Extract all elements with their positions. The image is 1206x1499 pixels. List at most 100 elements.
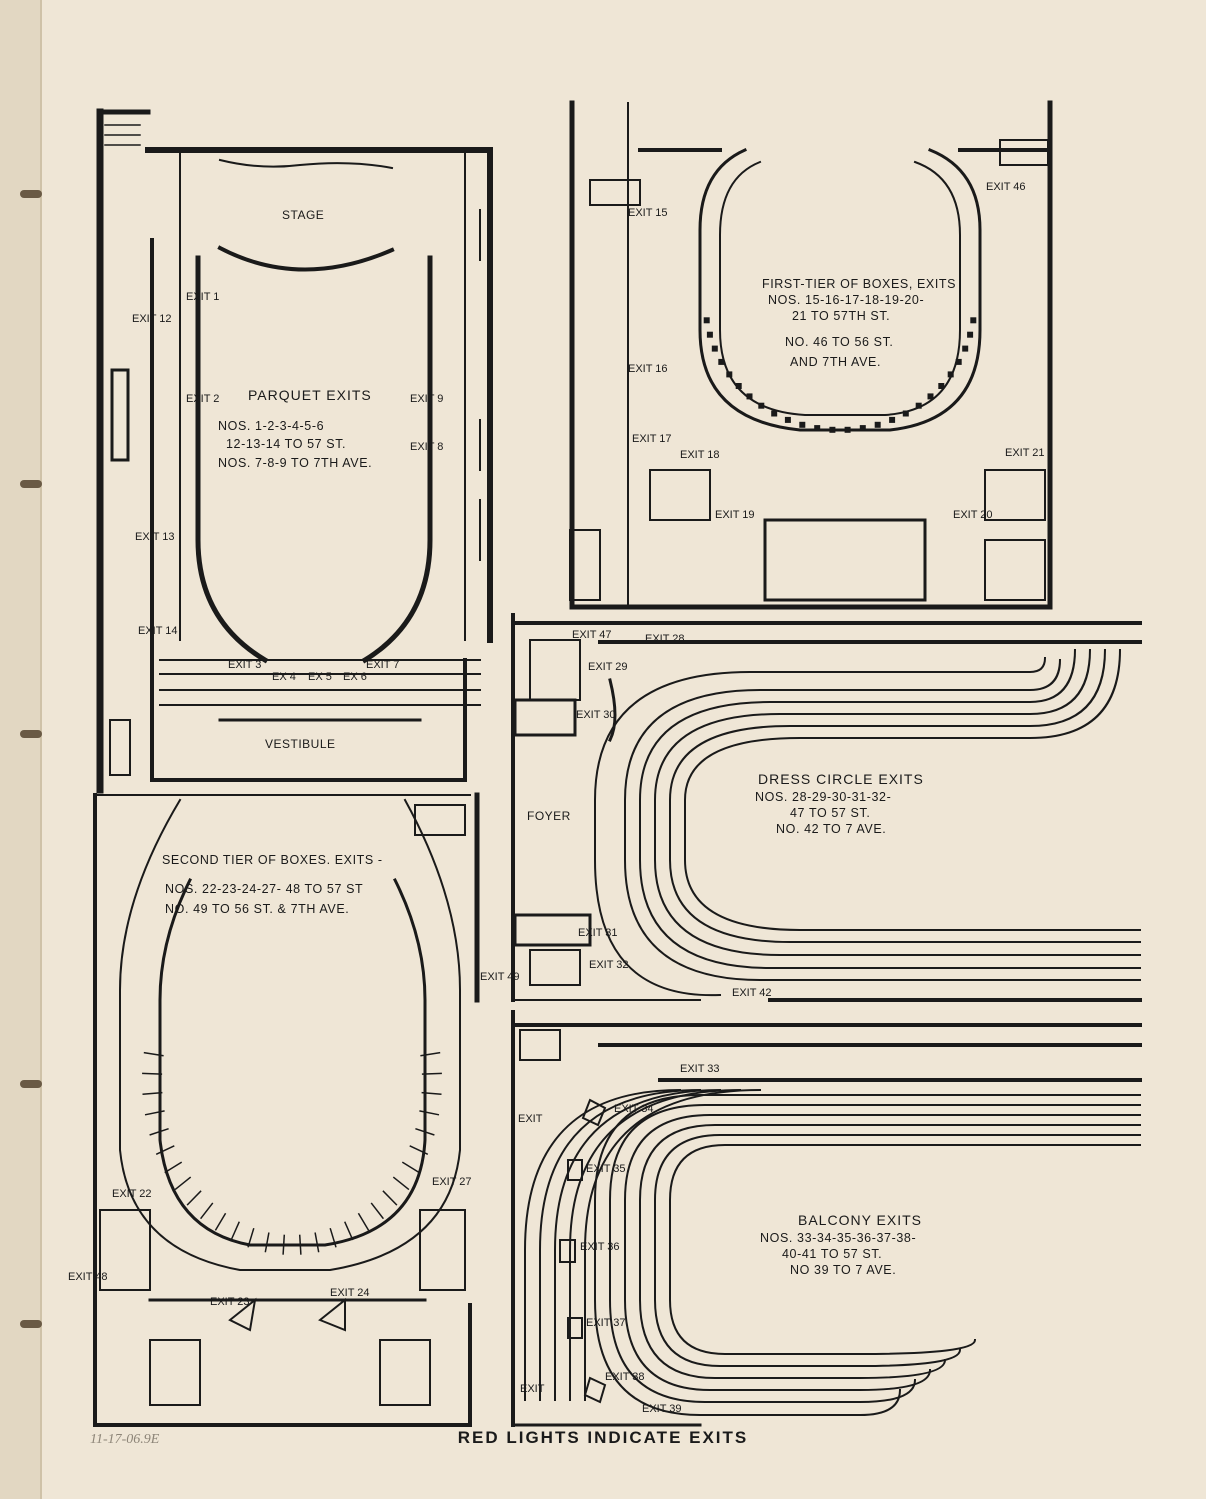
box-partition bbox=[329, 1227, 337, 1248]
exit-49: EXIT 49 bbox=[480, 971, 520, 983]
box-marker bbox=[726, 371, 733, 378]
box-partition bbox=[164, 1161, 183, 1174]
exit-16: EXIT 16 bbox=[628, 363, 668, 375]
box-marker bbox=[746, 393, 753, 400]
box-marker bbox=[938, 383, 945, 389]
exit-27: EXIT 27 bbox=[432, 1176, 472, 1188]
box-marker bbox=[814, 425, 821, 432]
box-partition bbox=[282, 1234, 286, 1255]
box-partition bbox=[214, 1212, 227, 1231]
dress-circle-line-1: NOS. 28-29-30-31-32- bbox=[755, 790, 891, 804]
box-marker bbox=[970, 317, 977, 324]
parquet-labels: STAGE VESTIBULE PARQUET EXITS NOS. 1-2-3… bbox=[132, 208, 443, 751]
box-marker bbox=[799, 421, 806, 428]
box-partition bbox=[420, 1051, 441, 1057]
box-marker bbox=[735, 383, 742, 389]
exit-46: EXIT 46 bbox=[986, 181, 1026, 193]
exit-39: EXIT 39 bbox=[642, 1403, 682, 1415]
exit-9: EXIT 9 bbox=[410, 393, 443, 405]
box-partition bbox=[409, 1145, 429, 1155]
box-marker bbox=[927, 393, 934, 400]
box-marker bbox=[902, 410, 909, 417]
second-tier-labels: SECOND TIER OF BOXES. EXITS - NOS. 22-23… bbox=[68, 853, 520, 1308]
box-partition bbox=[155, 1145, 175, 1155]
exit-13: EXIT 13 bbox=[135, 531, 175, 543]
exit-23: EXIT 23 bbox=[210, 1296, 250, 1308]
first-tier-line-2: NOS. 15-16-17-18-19-20- bbox=[768, 293, 924, 307]
first-tier-box-markers bbox=[703, 317, 977, 433]
binding-staple bbox=[20, 730, 42, 738]
exit-36: EXIT 36 bbox=[580, 1241, 620, 1253]
exit-32: EXIT 32 bbox=[589, 959, 629, 971]
exit-24: EXIT 24 bbox=[330, 1287, 370, 1299]
exit-6: EX 6 bbox=[343, 671, 367, 683]
binding-staple bbox=[20, 1080, 42, 1088]
dress-circle-line-2: 47 TO 57 ST. bbox=[790, 806, 870, 820]
box-partition bbox=[174, 1176, 192, 1191]
balcony-line-1: NOS. 33-34-35-36-37-38- bbox=[760, 1231, 916, 1245]
box-partition bbox=[314, 1232, 320, 1253]
box-marker bbox=[771, 410, 778, 417]
exit-48: EXIT 48 bbox=[68, 1271, 108, 1283]
balcony-title: BALCONY EXITS bbox=[798, 1212, 922, 1228]
parquet-line-1: NOS. 1-2-3-4-5-6 bbox=[218, 419, 324, 433]
second-tier-plan bbox=[93, 792, 480, 1427]
exit-29: EXIT 29 bbox=[588, 661, 628, 673]
box-partition bbox=[142, 1072, 163, 1075]
box-partition bbox=[149, 1127, 169, 1136]
exit-33: EXIT 33 bbox=[680, 1063, 720, 1075]
exit-4: EX 4 bbox=[272, 671, 296, 683]
box-marker bbox=[915, 402, 922, 409]
box-marker bbox=[718, 358, 725, 365]
box-partition bbox=[186, 1190, 202, 1206]
box-partition bbox=[419, 1110, 440, 1116]
box-partition bbox=[143, 1051, 164, 1057]
exit-20: EXIT 20 bbox=[953, 509, 993, 521]
first-tier-labels: FIRST-TIER OF BOXES, EXITS NOS. 15-16-17… bbox=[628, 181, 1045, 521]
box-partition bbox=[200, 1202, 214, 1220]
box-partition bbox=[357, 1212, 370, 1231]
exit-15: EXIT 15 bbox=[628, 207, 668, 219]
box-partition bbox=[415, 1127, 435, 1136]
box-marker bbox=[703, 317, 710, 324]
box-marker bbox=[706, 331, 713, 338]
box-partition bbox=[392, 1176, 410, 1191]
exit-8: EXIT 8 bbox=[410, 441, 443, 453]
parquet-line-3: NOS. 7-8-9 TO 7TH AVE. bbox=[218, 456, 372, 470]
exit-42: EXIT 42 bbox=[732, 987, 772, 999]
box-marker bbox=[889, 416, 896, 423]
second-tier-line-1: SECOND TIER OF BOXES. EXITS - bbox=[162, 853, 383, 867]
box-partition bbox=[144, 1110, 165, 1116]
box-marker bbox=[874, 421, 881, 428]
exit-22: EXIT 22 bbox=[112, 1188, 152, 1200]
box-partition bbox=[230, 1221, 240, 1241]
box-partition bbox=[264, 1232, 270, 1253]
second-tier-box-markers bbox=[142, 1051, 442, 1255]
exit-balcony-upper: EXIT bbox=[518, 1113, 543, 1125]
box-partition bbox=[370, 1202, 384, 1220]
balcony-plan bbox=[511, 1010, 1142, 1427]
dress-circle-labels: FOYER DRESS CIRCLE EXITS NOS. 28-29-30-3… bbox=[527, 629, 923, 999]
box-marker bbox=[967, 331, 974, 338]
dress-circle-line-3: NO. 42 TO 7 AVE. bbox=[776, 822, 886, 836]
balcony-line-2: 40-41 TO 57 ST. bbox=[782, 1247, 882, 1261]
exit-2: EXIT 2 bbox=[186, 393, 219, 405]
exit-28: EXIT 28 bbox=[645, 633, 685, 645]
exit-35: EXIT 35 bbox=[586, 1163, 626, 1175]
first-tier-line-5: AND 7TH AVE. bbox=[790, 355, 881, 369]
box-marker bbox=[829, 426, 836, 433]
box-partition bbox=[344, 1221, 354, 1241]
exit-38: EXIT 38 bbox=[605, 1371, 645, 1383]
exit-12: EXIT 12 bbox=[132, 313, 172, 325]
parquet-line-2: 12-13-14 TO 57 ST. bbox=[226, 437, 346, 451]
box-marker bbox=[844, 426, 851, 433]
exit-1: EXIT 1 bbox=[186, 291, 219, 303]
box-partition bbox=[401, 1161, 420, 1174]
exit-30: EXIT 30 bbox=[576, 709, 616, 721]
balcony-line-3: NO 39 TO 7 AVE. bbox=[790, 1263, 896, 1277]
binding-staple bbox=[20, 1320, 42, 1328]
first-tier-line-1: FIRST-TIER OF BOXES, EXITS bbox=[762, 277, 956, 291]
stage-label: STAGE bbox=[282, 208, 324, 222]
